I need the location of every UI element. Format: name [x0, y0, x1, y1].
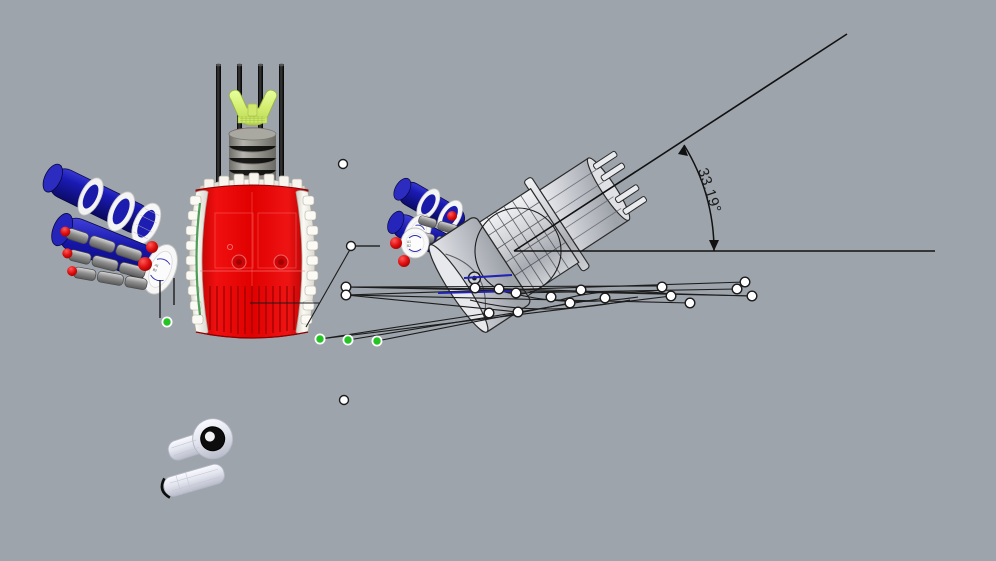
skeleton-node-green — [371, 335, 383, 347]
skeleton-node — [684, 297, 696, 309]
skeleton-node-green — [342, 334, 354, 346]
rotated-reference-line — [513, 33, 848, 252]
skeleton-node — [656, 281, 668, 293]
skeleton-node — [545, 291, 557, 303]
skeleton-node — [731, 283, 743, 295]
skeleton-node — [599, 292, 611, 304]
white-link-arms[interactable] — [160, 414, 238, 499]
skeleton-node — [340, 289, 352, 301]
kinematic-skeleton[interactable] — [159, 158, 758, 406]
skeleton-node — [512, 306, 524, 318]
angle-arrow-lower — [709, 240, 719, 251]
skeleton-nodes-green[interactable] — [161, 316, 383, 347]
skeleton-node — [746, 290, 758, 302]
actuator-right-flange — [295, 190, 319, 334]
skeleton-node — [345, 240, 357, 252]
blue-gripper-assembly-left[interactable]: A1 B2 — [36, 155, 184, 299]
actuator-red-body — [185, 184, 319, 339]
gripper-fingers-left — [60, 226, 148, 290]
skeleton-highlight-edges — [437, 274, 521, 294]
skeleton-node — [493, 283, 505, 295]
skeleton-node-green — [161, 316, 173, 328]
skeleton-node — [665, 290, 677, 302]
svg-text:B2: B2 — [152, 268, 157, 273]
link-arm-lower[interactable] — [160, 462, 227, 499]
angle-arrow-upper — [678, 145, 688, 156]
svg-text:A1: A1 — [407, 240, 411, 244]
skeleton-node — [510, 287, 522, 299]
link-arm-upper[interactable] — [163, 414, 238, 472]
manipulator-pins — [592, 150, 648, 215]
skeleton-node-green — [314, 333, 326, 345]
skeleton-node — [469, 282, 481, 294]
svg-text:B2: B2 — [407, 244, 411, 248]
skeleton-edges — [305, 245, 753, 342]
blue-gripper-assembly-center[interactable]: A1 B2 A1 — [381, 170, 472, 270]
skeleton-node — [483, 307, 495, 319]
actuator-left-flange — [185, 190, 209, 334]
svg-text:A1: A1 — [154, 263, 159, 268]
angle-arc — [683, 144, 715, 252]
skeleton-node — [338, 394, 350, 406]
actuator-fins — [209, 286, 295, 334]
skeleton-node — [575, 284, 587, 296]
wingnut — [228, 89, 278, 126]
actuator-face-bolts — [226, 243, 289, 270]
skeleton-nodes-white[interactable] — [337, 158, 758, 406]
red-cylindrical-actuator[interactable] — [185, 63, 319, 339]
skeleton-node — [564, 297, 576, 309]
skeleton-node — [739, 276, 751, 288]
skeleton-node — [337, 158, 349, 170]
